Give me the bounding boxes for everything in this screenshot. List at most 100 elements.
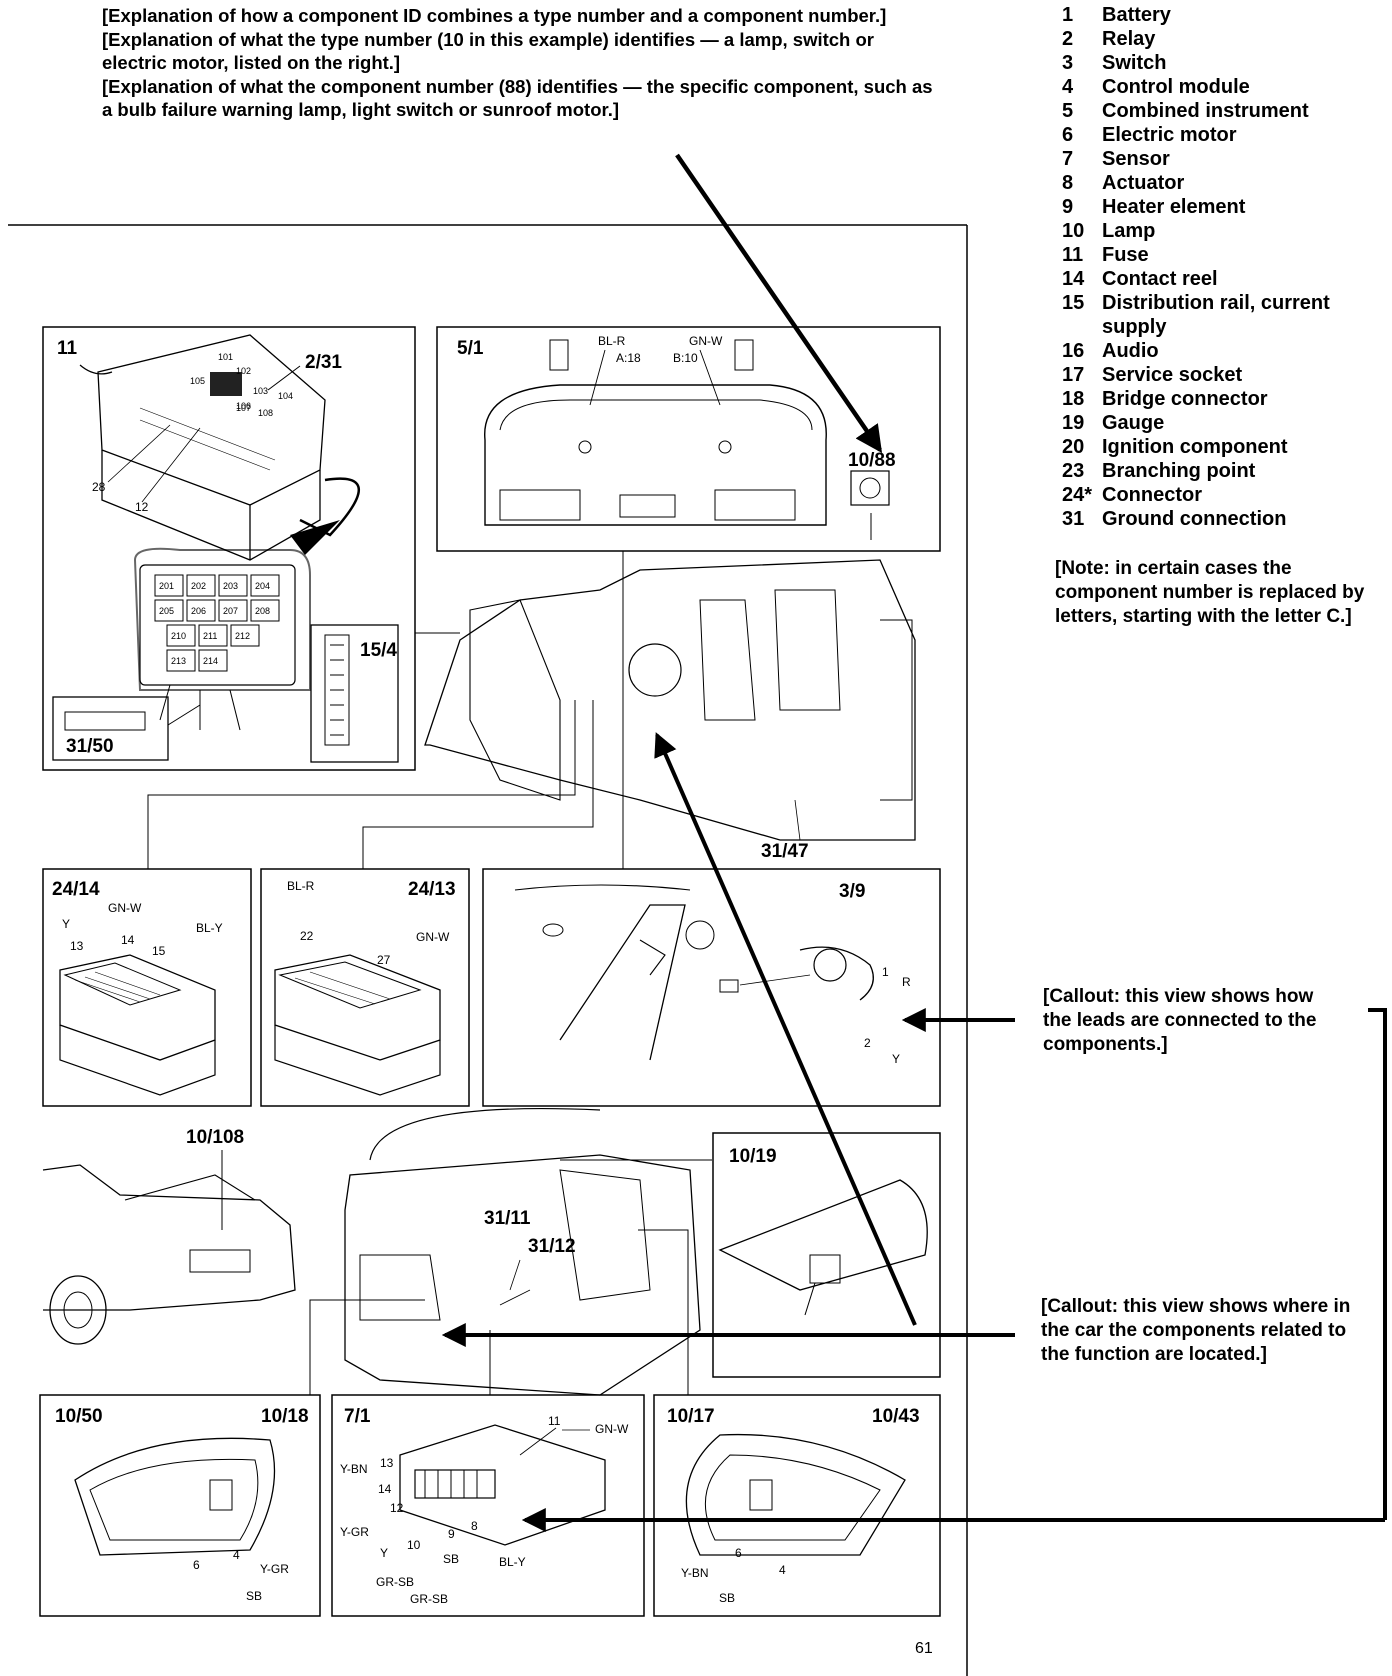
legend-number: 31 <box>1062 508 1085 530</box>
pin-label: 8 <box>471 1519 478 1533</box>
instrument-panel: 5/1 BL-R A:18 GN-W B:10 10/88 <box>436 326 941 552</box>
relay-slot <box>154 599 184 622</box>
legend-number: 2 <box>1062 28 1074 50</box>
pin-label: 10 <box>407 1538 421 1552</box>
legend-number: 11 <box>1062 244 1084 266</box>
relay-slot <box>230 624 260 647</box>
relay-number: 210 <box>171 631 186 641</box>
lamp-label-10-19: 10/19 <box>729 1146 777 1167</box>
pin-label: 4 <box>779 1563 786 1577</box>
instrument-label: 5/1 <box>457 338 484 359</box>
pin-label: 15 <box>152 944 166 958</box>
intro-text: [Explanation of how a component ID combi… <box>102 4 942 122</box>
wire-color: SB <box>246 1589 262 1603</box>
lamp-label-10-17: 10/17 <box>667 1406 715 1427</box>
legend-number: 10 <box>1062 220 1085 242</box>
legend-number: 3 <box>1062 52 1074 74</box>
lamp-label-10-43: 10/43 <box>872 1406 920 1427</box>
leader-line <box>147 700 576 869</box>
fuse-number: 102 <box>236 366 251 376</box>
lamp-label-10-50: 10/50 <box>55 1406 103 1427</box>
ground-label-31-47: 31/47 <box>761 841 809 862</box>
wire-color: Y-GR <box>260 1562 289 1576</box>
legend-label: Fuse <box>1102 244 1149 266</box>
legend-number: 23 <box>1062 460 1085 482</box>
legend-item: 4 Control module <box>1058 75 1332 99</box>
connector-24-14-panel: 24/14 GN-W Y BL-Y 13 14 15 <box>42 868 252 1107</box>
relay-slot <box>198 624 228 647</box>
pin-label: 2 <box>864 1036 871 1050</box>
wire-color: GN-W <box>595 1422 629 1436</box>
relay-slot <box>198 649 228 672</box>
wire-color: BL-Y <box>499 1555 526 1569</box>
legend-number: 18 <box>1062 388 1085 410</box>
fusebox-label: 11 <box>57 338 78 359</box>
legend-number: 9 <box>1062 196 1074 218</box>
legend-label: Gauge <box>1102 412 1165 434</box>
legend-number: 24* <box>1062 484 1093 506</box>
legend-label: Heater element <box>1102 196 1246 218</box>
legend-label: Electric motor <box>1102 124 1237 146</box>
legend-item: 24*Connector <box>1058 483 1332 507</box>
connector-label: 24/14 <box>52 879 100 900</box>
leader-line <box>362 700 594 869</box>
relay-number: 214 <box>203 656 218 666</box>
callout-location: [Callout: this view shows where in the c… <box>1041 1296 1351 1365</box>
connector-24-13-panel: 24/13 BL-R GN-W 22 27 <box>260 868 470 1107</box>
ground-label-31-50: 31/50 <box>66 736 114 757</box>
wire-color: BL-R <box>598 334 626 348</box>
legend-number: 5 <box>1062 100 1074 122</box>
fuse-number: 108 <box>258 408 273 418</box>
pin-label: 11 <box>548 1414 561 1428</box>
pin-label: B:10 <box>673 351 698 365</box>
relay-number: 201 <box>159 581 174 591</box>
wire-color: Y-BN <box>681 1566 709 1580</box>
switch-3-9-panel: 3/9 1 R 2 Y <box>482 868 941 1107</box>
wire-color: SB <box>719 1591 735 1605</box>
legend-label: Sensor <box>1102 148 1170 170</box>
legend-label: Ground connection <box>1102 508 1287 530</box>
intro-paragraph: [Explanation of how a component ID combi… <box>102 5 887 26</box>
relay-slot <box>218 574 248 597</box>
relay-slot <box>250 599 280 622</box>
relay-slot <box>218 599 248 622</box>
pin-label: 14 <box>121 933 135 947</box>
legend-label: Switch <box>1102 52 1167 74</box>
rail-label-15-4: 15/4 <box>360 640 397 661</box>
switch-label: 3/9 <box>839 881 865 902</box>
relay-slot <box>186 599 216 622</box>
fuse-number: 101 <box>218 352 233 362</box>
relay-slot <box>166 649 196 672</box>
fuse-number: 107 <box>236 403 251 413</box>
pin-label: 14 <box>378 1482 392 1496</box>
pin-label: 13 <box>380 1456 394 1470</box>
relay-number: 212 <box>235 631 250 641</box>
wire-color: GN-W <box>108 901 142 915</box>
lamp-10-17-panel: 10/17 10/43 Y-BN 6 4 SB <box>653 1394 941 1617</box>
pin-label: 4 <box>233 1548 240 1562</box>
pin-label: 1 <box>882 965 889 979</box>
footnote: [Note: in certain cases the component nu… <box>1055 558 1365 627</box>
relay-number: 205 <box>159 606 174 616</box>
pin-label: 13 <box>70 939 84 953</box>
legend-number: 15 <box>1062 292 1085 314</box>
pin-label: 28 <box>92 480 106 494</box>
pin-label: 6 <box>735 1546 742 1560</box>
fuse-number: 103 <box>253 386 268 396</box>
ground-label-31-11: 31/11 <box>484 1208 531 1229</box>
legend-label: Ignition component <box>1102 436 1288 458</box>
legend-number: 16 <box>1062 340 1085 362</box>
legend-label: Control module <box>1102 76 1250 98</box>
wire-color: SB <box>443 1552 459 1566</box>
legend-number: 4 <box>1062 76 1074 98</box>
sensor-label: 7/1 <box>344 1406 371 1427</box>
